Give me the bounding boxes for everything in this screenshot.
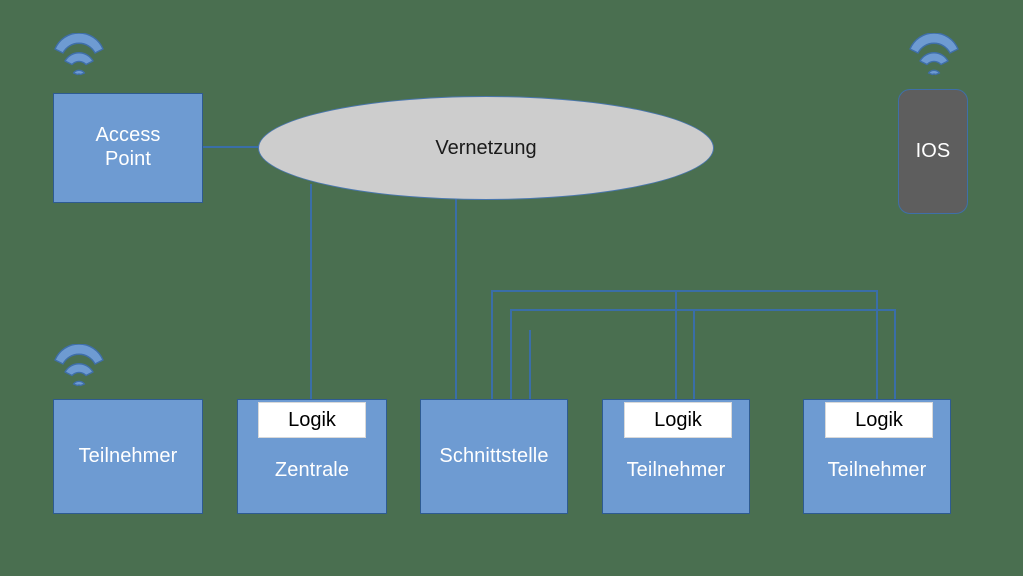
node-label: Teilnehmer xyxy=(827,458,927,481)
node-label: Zentrale xyxy=(274,458,350,481)
node-label: IOS xyxy=(915,139,951,162)
connector-bus-outer xyxy=(491,290,878,400)
cloud-label: Vernetzung xyxy=(435,136,537,159)
wifi-icon xyxy=(51,344,107,388)
node-ios-device[interactable]: IOS xyxy=(898,89,968,214)
wifi-icon xyxy=(51,33,107,77)
logik-label: Logik xyxy=(288,408,336,431)
logik-tag-zentrale[interactable]: Logik xyxy=(258,402,366,438)
node-teilnehmer-1[interactable]: Teilnehmer xyxy=(53,399,203,514)
logik-tag-teilnehmer-3[interactable]: Logik xyxy=(825,402,933,438)
node-schnittstelle[interactable]: Schnittstelle xyxy=(420,399,568,514)
node-access-point[interactable]: Access Point xyxy=(53,93,203,203)
node-label: Teilnehmer xyxy=(626,458,726,481)
node-vernetzung-cloud[interactable]: Vernetzung xyxy=(258,96,714,200)
node-label: Schnittstelle xyxy=(439,444,549,467)
logik-label: Logik xyxy=(855,408,903,431)
wifi-icon xyxy=(906,33,962,77)
node-label: Access Point xyxy=(95,124,161,170)
connector-bus-inner xyxy=(510,309,896,400)
logik-label: Logik xyxy=(654,408,702,431)
logik-tag-teilnehmer-2[interactable]: Logik xyxy=(624,402,732,438)
node-label: Teilnehmer xyxy=(78,444,178,467)
